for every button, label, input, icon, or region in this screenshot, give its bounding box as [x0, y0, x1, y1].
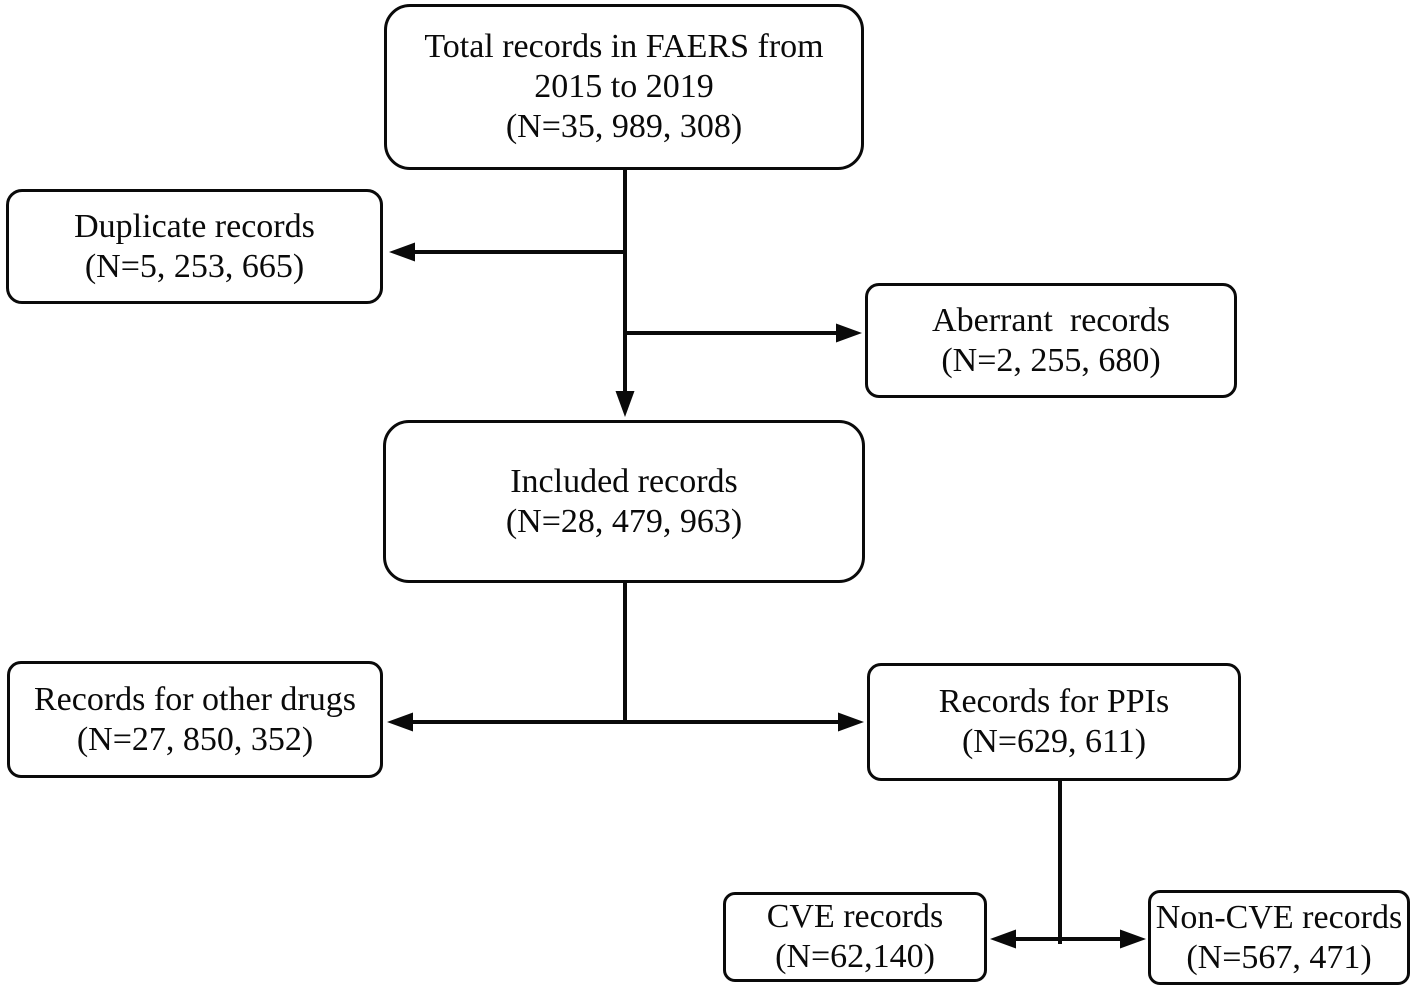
- node-other-drugs-records-count: (N=27, 850, 352): [76, 720, 314, 758]
- node-cve-records: CVE records (N=62,140): [723, 892, 987, 982]
- arrowhead-into-aberrant: [836, 323, 862, 343]
- arrowhead-into-duplicate: [389, 242, 415, 262]
- node-duplicate-records-count: (N=5, 253, 665): [84, 247, 305, 285]
- node-non-cve-records-count: (N=567, 471): [1186, 938, 1372, 976]
- node-total-records-years: 2015 to 2019: [534, 68, 714, 105]
- node-other-drugs-records-title: Records for other drugs: [34, 680, 356, 718]
- node-total-records-title: Total records in FAERS from: [424, 28, 824, 65]
- node-total-records-count: (N=35, 989, 308): [505, 108, 743, 145]
- node-duplicate-records-title: Duplicate records: [74, 207, 315, 245]
- node-aberrant-records: Aberrant records (N=2, 255, 680): [865, 283, 1237, 398]
- node-included-records-count: (N=28, 479, 963): [505, 502, 743, 540]
- node-ppis-records: Records for PPIs (N=629, 611): [867, 663, 1241, 781]
- node-cve-records-count: (N=62,140): [775, 938, 935, 975]
- node-other-drugs-records: Records for other drugs (N=27, 850, 352): [7, 661, 383, 778]
- node-aberrant-records-count: (N=2, 255, 680): [941, 341, 1161, 379]
- node-duplicate-records: Duplicate records (N=5, 253, 665): [6, 189, 383, 304]
- node-ppis-records-count: (N=629, 611): [961, 723, 1147, 760]
- node-cve-records-title: CVE records: [766, 898, 944, 935]
- arrowhead-into-noncve: [1120, 929, 1146, 949]
- node-ppis-records-title: Records for PPIs: [938, 683, 1170, 720]
- node-aberrant-records-title: Aberrant records: [932, 301, 1170, 339]
- node-non-cve-records-title: Non-CVE records: [1155, 898, 1403, 936]
- node-non-cve-records: Non-CVE records (N=567, 471): [1148, 890, 1410, 985]
- node-total-records: Total records in FAERS from 2015 to 2019…: [384, 4, 864, 170]
- arrowhead-into-ppis: [838, 712, 864, 732]
- arrowhead-into-cve: [990, 929, 1016, 949]
- node-included-records: Included records (N=28, 479, 963): [383, 420, 865, 583]
- node-included-records-title: Included records: [510, 462, 738, 500]
- arrowhead-into-included: [615, 391, 635, 417]
- arrowhead-into-other-drugs: [387, 712, 413, 732]
